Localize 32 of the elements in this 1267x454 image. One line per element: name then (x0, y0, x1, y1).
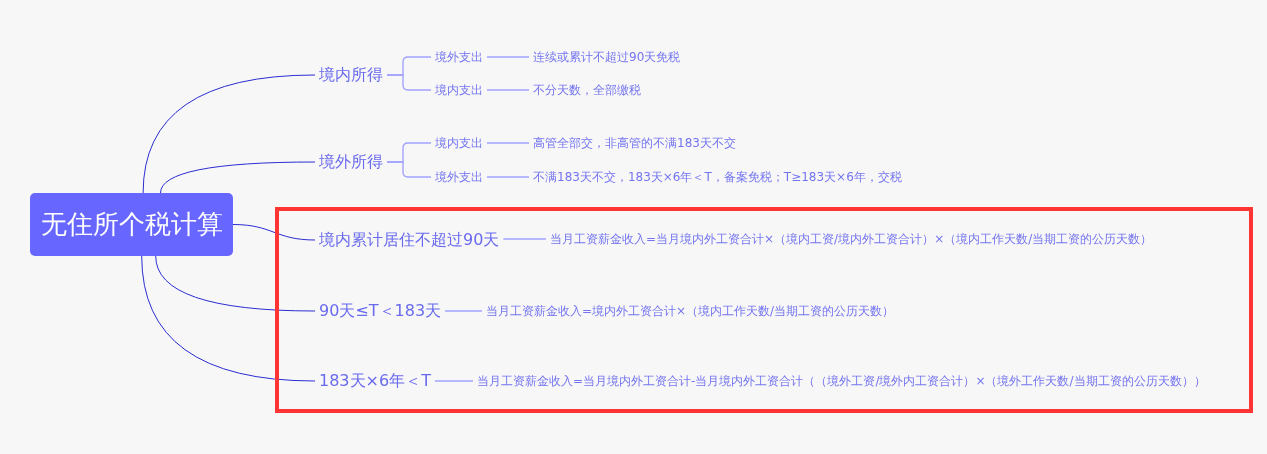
connector-line (486, 142, 530, 144)
connector-line (486, 56, 530, 58)
highlight-frame (275, 207, 1253, 413)
formula-text: 当月工资薪金收入=当月境内外工资合计-当月境内外工资合计（（境外工资/境外内工资合计）×（境外工作天数/当期工资的公历天数）） (473, 372, 1210, 390)
connector-line (434, 380, 474, 382)
subtopic-label: 境外支出 (431, 48, 487, 66)
branch-curve (160, 161, 316, 194)
root-topic-box: 无住所个税计算 (30, 193, 233, 256)
bracket-connector (386, 74, 432, 91)
connector-line (486, 176, 530, 178)
connector-line (444, 310, 483, 312)
note-text: 不分天数，全部缴税 (529, 81, 645, 99)
branch-curve (141, 255, 316, 382)
formula-text: 当月工资薪金收入=境内外工资合计×（境内工作天数/当期工资的公历天数） (482, 302, 899, 320)
topic-label: 90天≤T＜183天 (315, 300, 446, 322)
topic-label: 183天×6年＜T (315, 370, 435, 392)
subtopic-label: 境外支出 (431, 168, 487, 186)
topic-label: 境外所得 (315, 151, 387, 173)
connector-line (486, 89, 530, 91)
branch-curve (142, 74, 316, 194)
connector-line (502, 238, 547, 240)
subtopic-label: 境内支出 (431, 134, 487, 152)
bracket-connector (386, 161, 432, 178)
note-text: 高管全部交，非高管的不满183天不交 (529, 134, 740, 152)
note-text: 连续或累计不超过90天免税 (529, 48, 685, 66)
branch-curve (232, 224, 316, 241)
formula-text: 当月工资薪金收入=当月境内外工资合计×（境内工资/境内外工资合计）×（境内工作天数/当期工资的公历天数） (546, 230, 1157, 248)
subtopic-label: 境内支出 (431, 81, 487, 99)
topic-label: 境内累计居住不超过90天 (315, 229, 504, 251)
topic-label: 境内所得 (315, 64, 387, 86)
note-text: 不满183天不交，183天×6年＜T，备案免税；T≥183天×6年，交税 (529, 168, 906, 186)
branch-curve (155, 255, 316, 312)
